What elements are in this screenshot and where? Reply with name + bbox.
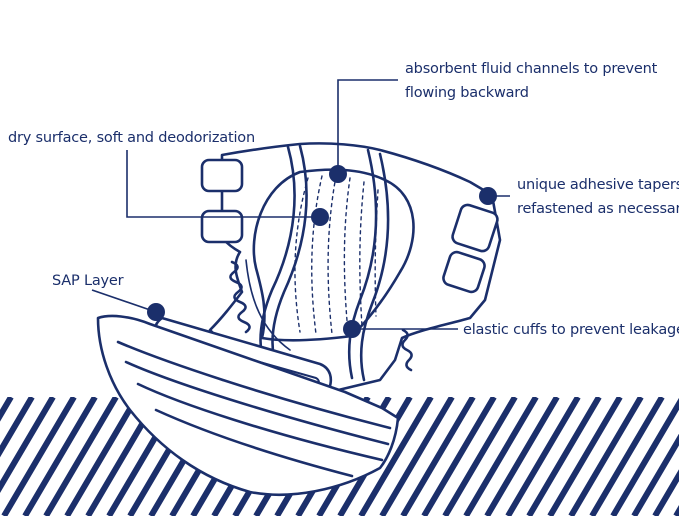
floor-stripe	[487, 397, 557, 516]
floor-stripe	[67, 397, 137, 516]
floor-stripe	[424, 397, 494, 516]
floor-stripe	[25, 397, 95, 516]
dot-dry-surface	[311, 208, 329, 226]
floor-stripe	[4, 397, 74, 516]
label-sap-layer: SAP Layer	[52, 273, 124, 289]
left-tab-top	[202, 160, 242, 191]
floor-stripe	[550, 397, 620, 516]
dot-adhesive-tapers	[479, 187, 497, 205]
left-tab-bottom	[202, 211, 242, 242]
floor-stripe	[529, 397, 599, 516]
floor-stripe	[571, 397, 641, 516]
dot-sap-layer	[147, 303, 165, 321]
floor-stripe	[0, 397, 11, 516]
floor-stripe	[403, 397, 473, 516]
dot-fluid-channels	[329, 165, 347, 183]
floor-stripe	[466, 397, 536, 516]
label-adhesive-tapers-line2: refastened as necessary	[517, 201, 679, 217]
leader-sap-layer	[92, 290, 156, 312]
floor-stripe	[46, 397, 116, 516]
label-adhesive-tapers-line1: unique adhesive tapers	[517, 177, 679, 193]
label-dry-surface: dry surface, soft and deodorization	[8, 130, 255, 146]
floor-stripe	[508, 397, 578, 516]
floor-stripe	[445, 397, 515, 516]
label-fluid-channels-line2: flowing backward	[405, 85, 529, 101]
dot-elastic-cuffs	[343, 320, 361, 338]
floor-stripe	[592, 397, 662, 516]
label-fluid-channels-line1: absorbent fluid channels to prevent	[405, 61, 658, 77]
label-elastic-cuffs: elastic cuffs to prevent leakage	[463, 322, 679, 338]
floor-stripe	[0, 397, 53, 516]
